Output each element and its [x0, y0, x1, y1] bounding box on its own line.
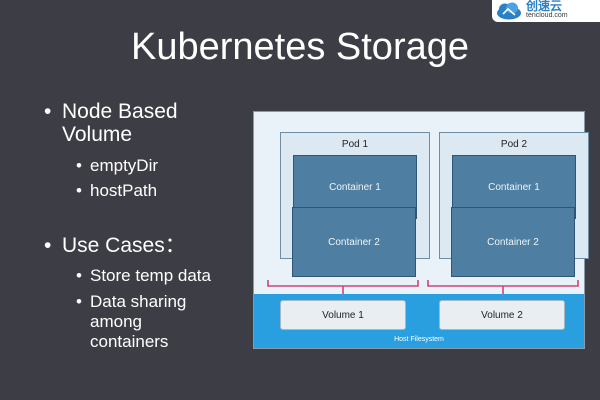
bullet-dot-icon: •: [44, 100, 52, 123]
bullet-dot-icon: •: [76, 292, 82, 311]
bullet-dot-icon: •: [44, 234, 52, 257]
bullet-dot-icon: •: [76, 181, 82, 200]
pod-1-container-2: Container 2: [292, 207, 416, 277]
bullet-dot-icon: •: [76, 156, 82, 175]
subbullet-text: hostPath: [90, 181, 158, 200]
pod-label: Pod 1: [341, 139, 369, 150]
bullet-text: Use Cases：: [62, 234, 186, 257]
volume-1: Volume 1: [280, 300, 406, 330]
slide-title: Kubernetes Storage: [130, 26, 469, 68]
cloud-logo-icon: [497, 2, 521, 20]
brand-domain: tencloud.com: [526, 12, 568, 19]
brand-logo: 创速云 tencloud.com: [492, 0, 600, 22]
pod-2-volume-bracket: [427, 280, 579, 287]
host-filesystem: Volume 1 Volume 2 Host Filesystem: [254, 294, 584, 348]
subbullet-text: emptyDir: [90, 156, 159, 175]
volume-2: Volume 2: [439, 300, 565, 330]
subbullet-text: Store temp data: [90, 266, 211, 285]
brand-name: 创速云: [526, 0, 563, 13]
pod-2-container-2: Container 2: [451, 207, 575, 277]
pod-1-volume-bracket: [267, 280, 419, 287]
bullet-dot-icon: •: [76, 266, 82, 285]
host-filesystem-label: Host Filesystem: [394, 336, 444, 343]
pod-label: Pod 2: [500, 139, 528, 150]
subbullet-text: Data sharing among containers: [90, 292, 187, 351]
storage-diagram: Pod 1 Container 1 Pod 2 Container 1 Cont…: [253, 111, 589, 349]
bullet-text: Node Based Volume: [62, 100, 178, 146]
